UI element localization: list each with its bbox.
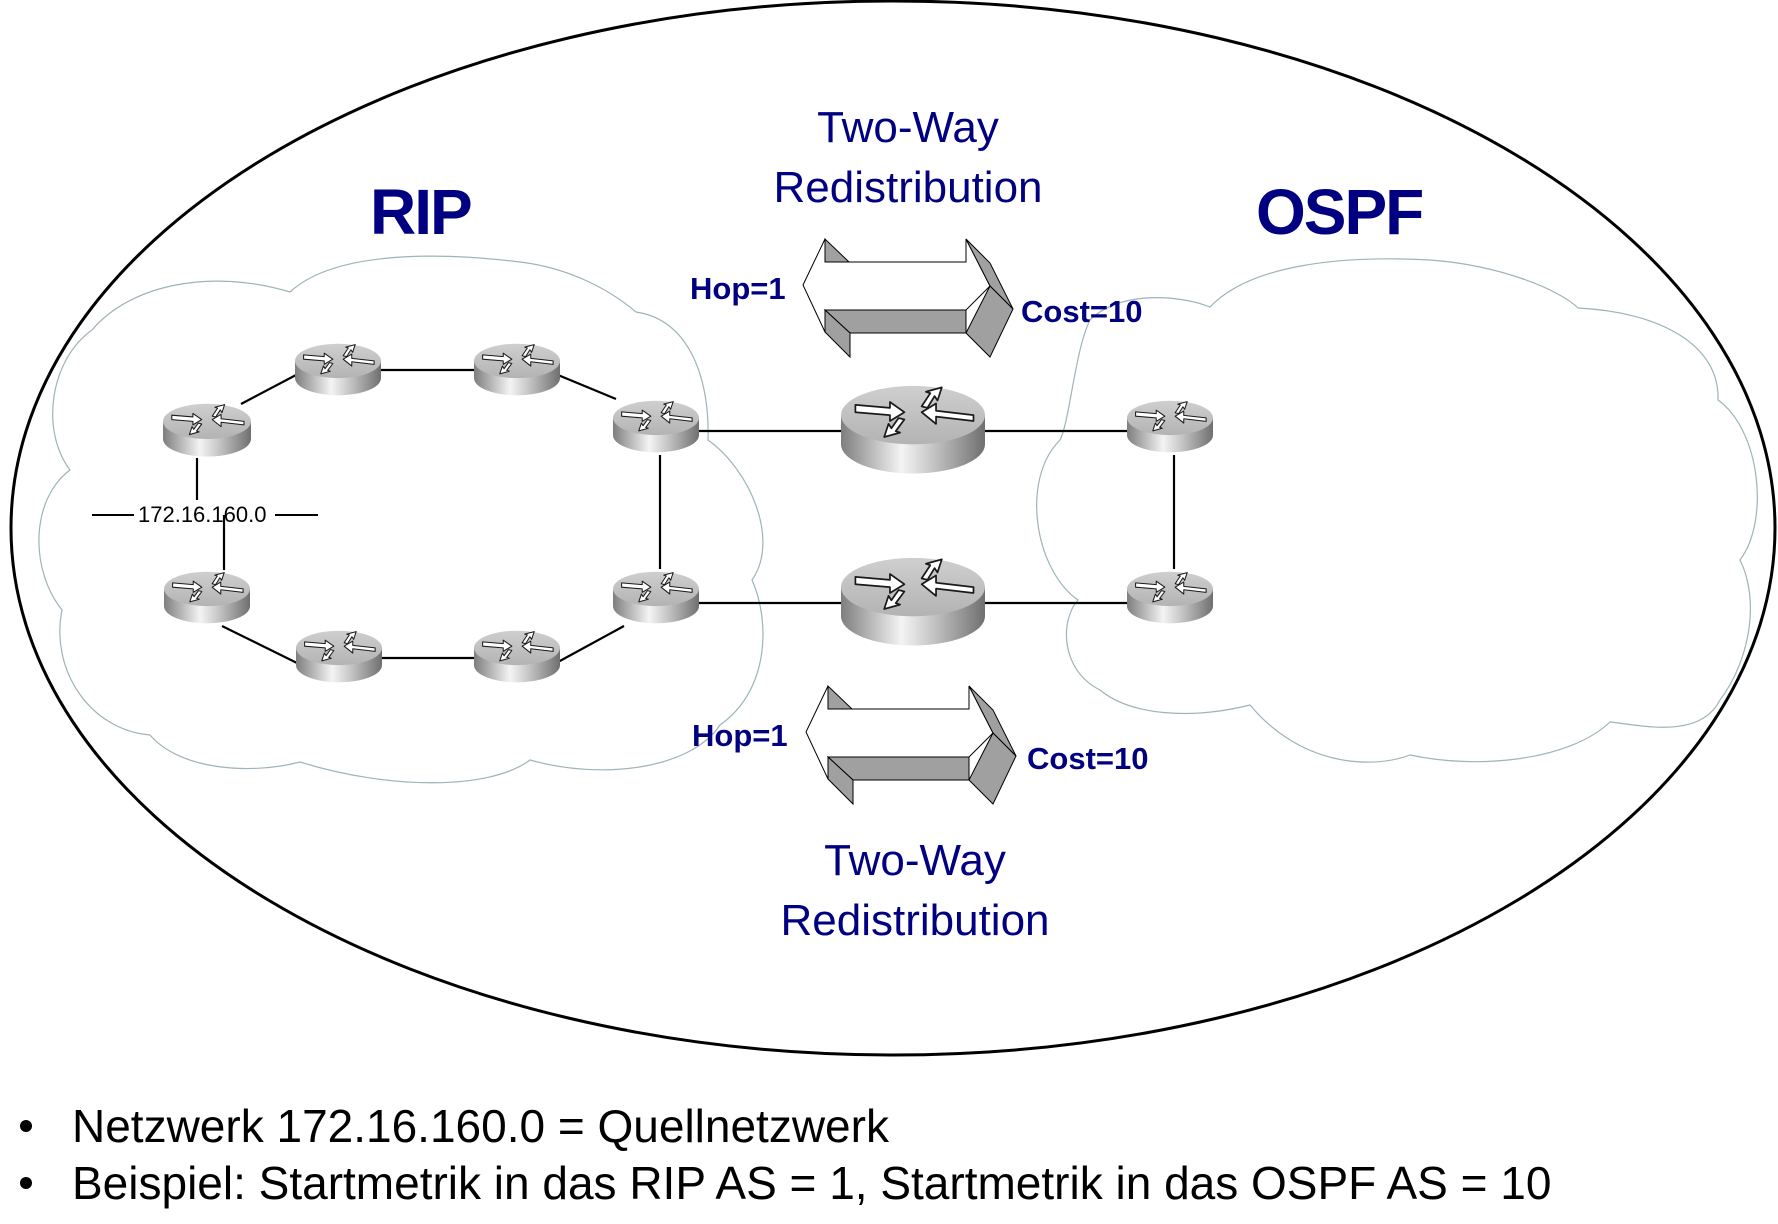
ospf-domain-label: OSPF xyxy=(1256,176,1424,248)
bullet-icon xyxy=(20,1177,32,1189)
redistribution-top-line2: Redistribution xyxy=(773,163,1043,212)
redistribution-top-line1: Two-Way xyxy=(817,103,999,152)
source-network-label: 172.16.160.0 xyxy=(138,502,267,527)
hop-metric-bottom: Hop=1 xyxy=(692,718,788,753)
border-router-top[interactable] xyxy=(840,385,986,475)
hop-metric-top: Hop=1 xyxy=(690,271,786,306)
cost-metric-top: Cost=10 xyxy=(1021,294,1143,329)
rip-router-1[interactable] xyxy=(162,403,252,458)
rip-router-7[interactable] xyxy=(473,630,561,683)
rip-domain-label: RIP xyxy=(370,176,473,248)
redistribution-top-title: Two-Way Redistribution xyxy=(728,98,1088,218)
link-r7-r8 xyxy=(557,625,625,663)
note-text: Netzwerk 172.16.160.0 = Quellnetzwerk xyxy=(72,1100,889,1152)
redistribution-bottom-line1: Two-Way xyxy=(824,836,1006,885)
notes-list: Netzwerk 172.16.160.0 = Quellnetzwerk Be… xyxy=(20,1098,1551,1212)
rip-router-8[interactable] xyxy=(612,571,700,624)
border-router-bottom[interactable] xyxy=(840,557,986,647)
link-r3-r4 xyxy=(557,373,617,401)
redistribution-arrow-bottom-icon xyxy=(805,685,1017,805)
note-text: Beispiel: Startmetrik in das RIP AS = 1,… xyxy=(72,1157,1552,1209)
rip-router-5[interactable] xyxy=(163,571,251,624)
link-r5-r6 xyxy=(221,625,298,664)
link-r1-r2 xyxy=(240,374,297,405)
note-item: Netzwerk 172.16.160.0 = Quellnetzwerk xyxy=(20,1098,1551,1155)
ospf-router-1[interactable] xyxy=(1126,400,1214,453)
network-boundary-ellipse xyxy=(9,0,1777,1057)
rip-router-4[interactable] xyxy=(612,400,700,453)
rip-router-6[interactable] xyxy=(295,630,383,683)
note-item: Beispiel: Startmetrik in das RIP AS = 1,… xyxy=(20,1155,1551,1212)
rip-router-2[interactable] xyxy=(294,343,382,396)
ospf-router-2[interactable] xyxy=(1126,571,1214,624)
bullet-icon xyxy=(20,1120,32,1132)
links xyxy=(195,368,1176,664)
rip-router-3[interactable] xyxy=(473,343,561,396)
ospf-cloud xyxy=(1036,258,1758,763)
redistribution-bottom-line2: Redistribution xyxy=(780,896,1050,945)
cost-metric-bottom: Cost=10 xyxy=(1027,741,1149,776)
redistribution-bottom-title: Two-Way Redistribution xyxy=(735,831,1095,951)
redistribution-arrow-top-icon xyxy=(802,238,1014,358)
rip-cloud xyxy=(38,255,764,784)
